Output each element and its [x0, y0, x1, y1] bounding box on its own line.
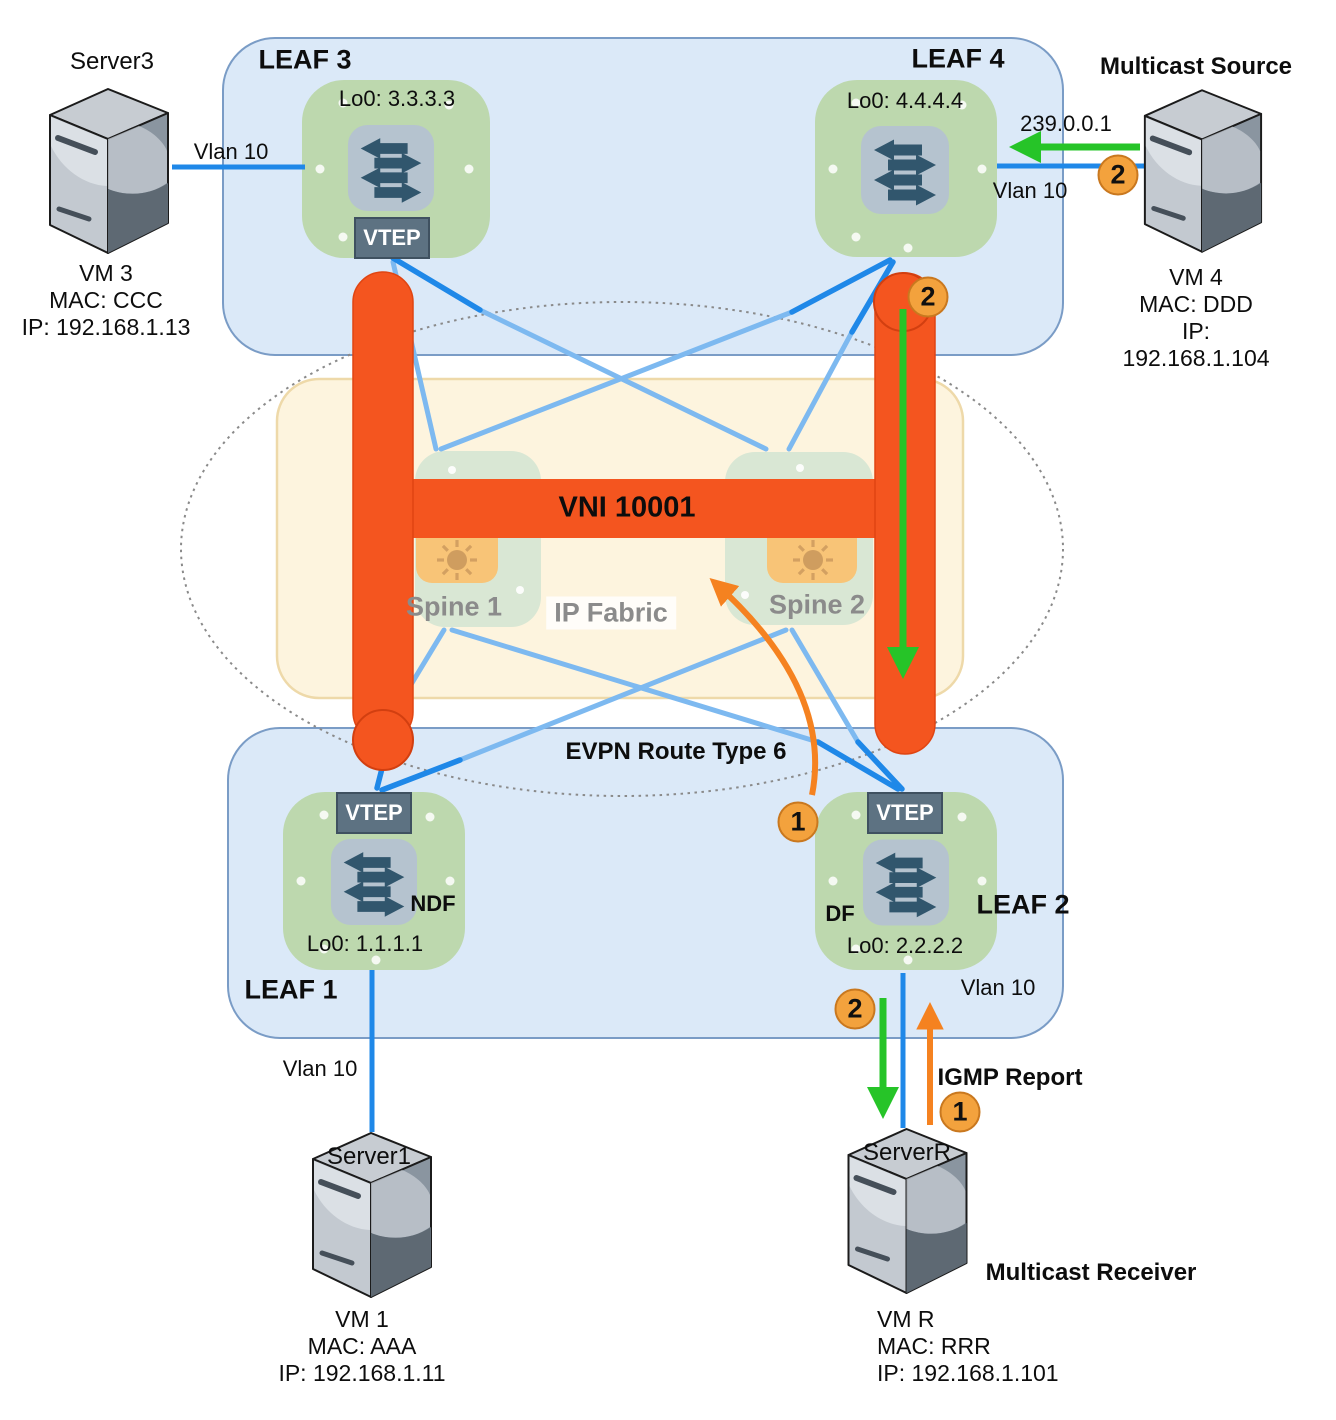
leaf1-loopback: Lo0: 1.1.1.1 — [306, 931, 424, 956]
server3-ip: IP: 192.168.1.13 — [21, 314, 191, 340]
server3-tower — [50, 89, 168, 253]
leaf2-role: DF — [825, 901, 855, 926]
server3-name: Server3 — [69, 48, 155, 75]
igmp-report-label: IGMP Report — [937, 1064, 1083, 1091]
router-icon — [791, 538, 835, 582]
server1-ip: IP: 192.168.1.11 — [278, 1360, 446, 1386]
leaf3-loopback: Lo0: 3.3.3.3 — [338, 86, 456, 111]
leaf1-role: NDF — [410, 891, 456, 916]
serverR-mac: MAC: RRR — [877, 1333, 991, 1359]
vlan-label-leaf3: Vlan 10 — [193, 139, 269, 164]
step-badge-leaf2-access: 2 — [834, 988, 876, 1030]
vlan-label-leaf2: Vlan 10 — [960, 975, 1036, 1000]
source-vm: VM 4 — [1169, 264, 1223, 290]
evpn-route-type6-arrow — [709, 578, 819, 796]
server1-details: VM 1 MAC: AAA IP: 192.168.1.11 — [278, 1306, 445, 1387]
leaf2-node — [815, 792, 997, 970]
source-ip: IP: 192.168.1.104 — [1122, 318, 1270, 371]
multicast-group-label: 239.0.0.1 — [1020, 111, 1112, 136]
vlan-label-leaf4: Vlan 10 — [992, 178, 1068, 203]
step-badge-leaf2-vtep: 1 — [777, 801, 819, 843]
leaf2-loopback: Lo0: 2.2.2.2 — [846, 933, 964, 958]
server3-mac: MAC: CCC — [49, 287, 163, 313]
spine2-label: Spine 2 — [768, 589, 866, 620]
switch-icon — [330, 838, 418, 926]
leaf2-title: LEAF 2 — [976, 889, 1070, 920]
leaf4-loopback: Lo0: 4.4.4.4 — [846, 88, 964, 113]
multicast-source-tower — [1145, 90, 1261, 252]
source-mac: MAC: DDD — [1139, 291, 1253, 317]
vlan-label-leaf1: Vlan 10 — [282, 1056, 358, 1081]
switch-icon — [861, 126, 949, 214]
vni-label: VNI 10001 — [558, 491, 696, 524]
server1-mac: MAC: AAA — [307, 1333, 417, 1359]
step-badge-tunnel-top: 2 — [907, 276, 949, 318]
serverR-details: VM R MAC: RRR IP: 192.168.1.101 — [877, 1306, 1059, 1387]
evpn-route-label: EVPN Route Type 6 — [565, 738, 787, 765]
step-badge-source-link: 2 — [1097, 154, 1139, 196]
leaf1-node — [283, 792, 465, 970]
ip-fabric-label: IP Fabric — [546, 596, 676, 630]
vni-10001-bar — [353, 479, 935, 538]
server1-vm: VM 1 — [335, 1306, 389, 1332]
leaf1-vtep: VTEP — [336, 792, 412, 834]
leaf1-title: LEAF 1 — [244, 974, 338, 1005]
fabric-boundary-ellipse — [180, 301, 1064, 797]
serverR-ip: IP: 192.168.1.101 — [877, 1360, 1059, 1386]
server3-vm: VM 3 — [79, 260, 133, 286]
leaf2-vtep: VTEP — [867, 792, 943, 834]
serverR-vm: VM R — [877, 1306, 935, 1332]
switch-icon — [347, 124, 435, 212]
serverR-name: ServerR — [862, 1139, 952, 1166]
step-badge-igmp: 1 — [939, 1091, 981, 1133]
vxlan-tunnel-left — [352, 271, 414, 771]
multicast-receiver-title: Multicast Receiver — [985, 1259, 1197, 1286]
spine1-label: Spine 1 — [405, 591, 503, 622]
multicast-source-title: Multicast Source — [1099, 53, 1293, 80]
leaf3-title: LEAF 3 — [258, 44, 352, 75]
server1-name: Server1 — [326, 1143, 412, 1170]
leaf4-node — [815, 80, 997, 257]
source-details: VM 4 MAC: DDD IP: 192.168.1.104 — [1122, 264, 1269, 372]
leaf3-node — [302, 80, 490, 258]
leaf3-vtep: VTEP — [354, 217, 430, 259]
server3-details: VM 3 MAC: CCC IP: 192.168.1.13 — [22, 260, 191, 341]
leaf4-title: LEAF 4 — [911, 43, 1005, 74]
switch-icon — [862, 839, 950, 926]
router-icon — [435, 538, 479, 582]
